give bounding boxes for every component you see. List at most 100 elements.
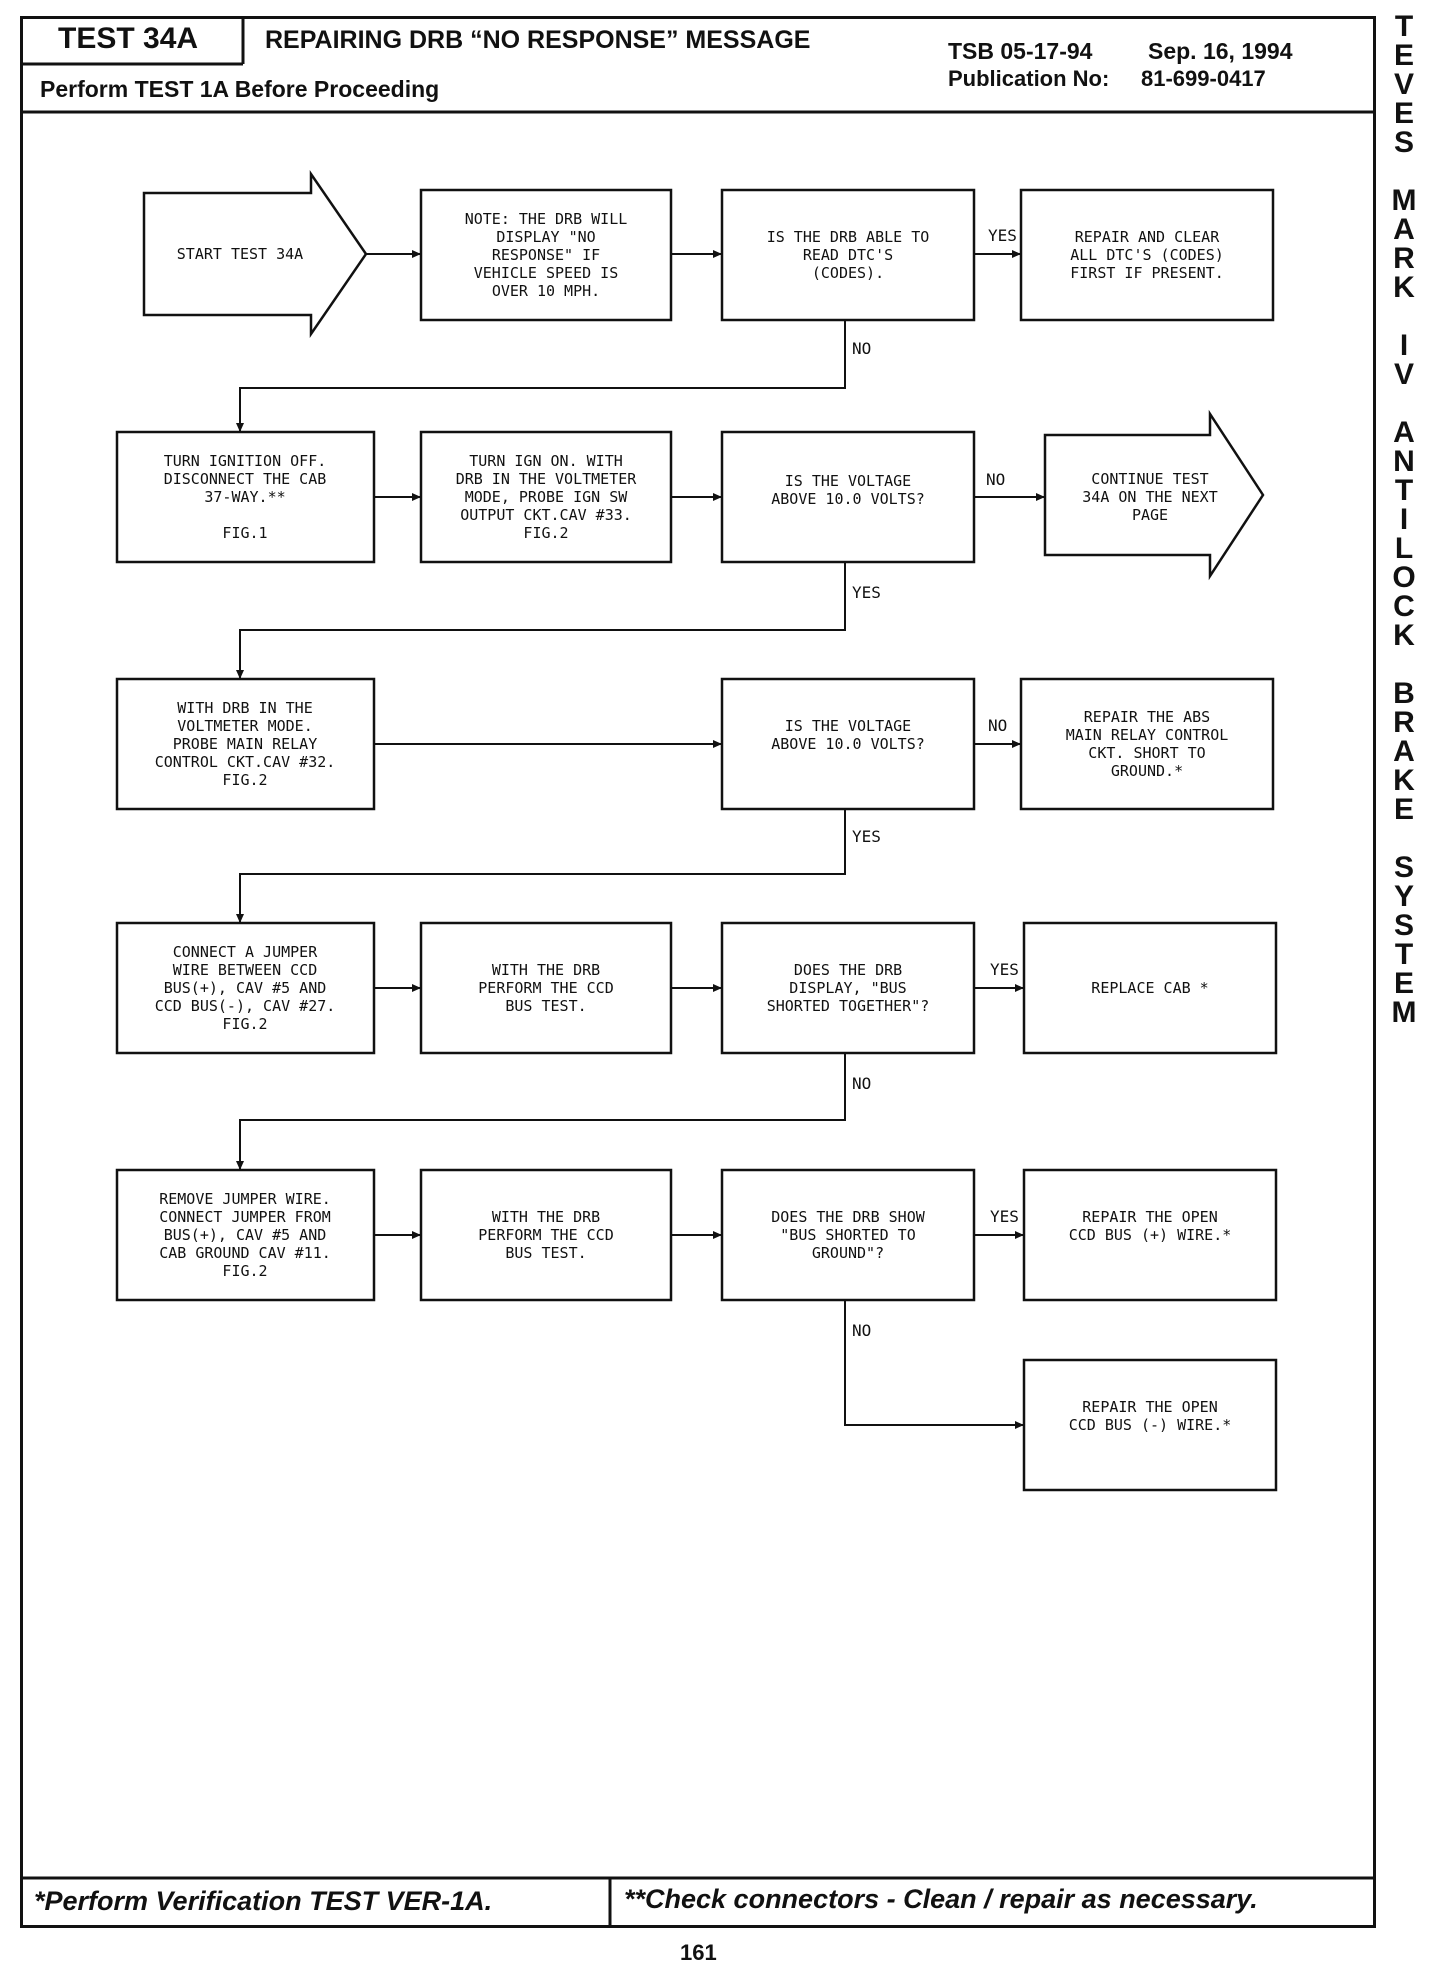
label-no-shorted-ground: NO xyxy=(852,1321,871,1340)
side-title-letter: R xyxy=(1393,242,1415,275)
label-yes-read-dtc: YES xyxy=(988,226,1017,245)
box-text-line: NOTE: THE DRB WILL xyxy=(465,210,628,228)
start-arrow-shape xyxy=(142,169,368,339)
box-text-line: SHORTED TOGETHER"? xyxy=(767,997,930,1015)
box-text-line: ALL DTC'S (CODES) xyxy=(1070,246,1224,264)
box-text-line: TURN IGNITION OFF. xyxy=(164,452,327,470)
box-text-line: CCD BUS(-), CAV #27. xyxy=(155,997,336,1015)
side-title-letter: O xyxy=(1392,561,1416,594)
side-title-letter: S xyxy=(1393,909,1414,942)
box-text-line: 37-WAY.** xyxy=(204,488,285,506)
remove-jumper-text: REMOVE JUMPER WIRE.CONNECT JUMPER FROMBU… xyxy=(159,1190,331,1280)
side-title-letter: S xyxy=(1393,851,1414,884)
continue-arrow-shape xyxy=(1043,409,1265,581)
side-title-letter: T xyxy=(1394,474,1414,507)
box-text-line: MAIN RELAY CONTROL xyxy=(1066,726,1229,744)
side-title-letter: V xyxy=(1393,358,1414,391)
label-no-volt-2: NO xyxy=(988,716,1007,735)
box-text-line: FIRST IF PRESENT. xyxy=(1070,264,1224,282)
box-text-line: VEHICLE SPEED IS xyxy=(474,264,619,282)
side-title-letter: A xyxy=(1393,416,1415,449)
box-text-line: CCD BUS (-) WIRE.* xyxy=(1069,1416,1232,1434)
box-text-line: PAGE xyxy=(1132,506,1168,524)
publication-number: 81-699-0417 xyxy=(1141,66,1266,91)
page-number: 161 xyxy=(680,1940,717,1965)
box-text-line: REPAIR THE OPEN xyxy=(1082,1208,1217,1226)
box-text-line: ABOVE 10.0 VOLTS? xyxy=(771,735,925,753)
box-text-line: OUTPUT CKT.CAV #33. xyxy=(460,506,632,524)
box-text-line: IS THE DRB ABLE TO xyxy=(767,228,930,246)
side-title-letter: C xyxy=(1393,590,1415,623)
footer-verification-note: *Perform Verification TEST VER-1A. xyxy=(34,1886,493,1916)
box-text-line: DISPLAY, "BUS xyxy=(789,979,906,997)
box-text-line: BUS TEST. xyxy=(505,997,586,1015)
side-title-letter: K xyxy=(1393,271,1415,304)
side-title-letter: K xyxy=(1393,764,1415,797)
side-title-letter: E xyxy=(1393,793,1414,826)
box-text-line: ABOVE 10.0 VOLTS? xyxy=(771,490,925,508)
box-text-line: DOES THE DRB SHOW xyxy=(771,1208,925,1226)
box-text-line: (CODES). xyxy=(812,264,884,282)
tsb-number: TSB 05-17-94 xyxy=(948,38,1093,64)
test-id: TEST 34A xyxy=(58,22,199,55)
side-title-letter: K xyxy=(1393,619,1415,652)
page-frame xyxy=(20,16,1376,1928)
box-text-line: PERFORM THE CCD xyxy=(478,979,613,997)
box-text-line: FIG.1 xyxy=(222,524,267,542)
side-title-letter: T xyxy=(1394,938,1414,971)
box-text-line: FIG.2 xyxy=(523,524,568,542)
box-text-line: MODE, PROBE IGN SW xyxy=(465,488,629,506)
box-text-line: FIG.2 xyxy=(222,771,267,789)
side-title-letter: E xyxy=(1393,967,1414,1000)
box-text-line: DISCONNECT THE CAB xyxy=(164,470,327,488)
box-text-line: REPAIR THE ABS xyxy=(1084,708,1210,726)
box-text-line: CKT. SHORT TO xyxy=(1088,744,1205,762)
side-title-letter: M xyxy=(1391,184,1417,217)
label-no-shorted-together: NO xyxy=(852,1074,871,1093)
box-text-line: TURN IGN ON. WITH xyxy=(469,452,623,470)
label-yes-shorted-ground: YES xyxy=(990,1207,1019,1226)
box-text-line: DISPLAY "NO xyxy=(496,228,595,246)
box-text-line: BUS(+), CAV #5 AND xyxy=(164,979,327,997)
box-text-line: DRB IN THE VOLTMETER xyxy=(456,470,638,488)
box-text-line: VOLTMETER MODE. xyxy=(177,717,312,735)
box-text-line: REPAIR THE OPEN xyxy=(1082,1398,1217,1416)
box-text-line: OVER 10 MPH. xyxy=(492,282,600,300)
box-text-line: WITH THE DRB xyxy=(492,961,600,979)
replace-cab-text: REPLACE CAB * xyxy=(1091,979,1208,997)
footer-connector-note: **Check connectors - Clean / repair as n… xyxy=(624,1884,1258,1914)
box-text-line: FIG.2 xyxy=(222,1262,267,1280)
box-text-line: CONTROL CKT.CAV #32. xyxy=(155,753,336,771)
label-no-read-dtc: NO xyxy=(852,339,871,358)
side-title-letter: S xyxy=(1393,126,1414,159)
box-text-line: "BUS SHORTED TO xyxy=(780,1226,915,1244)
box-text-line: CAB GROUND CAV #11. xyxy=(159,1244,331,1262)
box-text-line: READ DTC'S xyxy=(803,246,893,264)
side-title-letter: N xyxy=(1393,445,1415,478)
side-title-letter: A xyxy=(1393,213,1415,246)
side-title-letter: I xyxy=(1399,329,1409,362)
label-yes-volt-2: YES xyxy=(852,827,881,846)
side-title-letter: E xyxy=(1393,97,1414,130)
side-title-letter: V xyxy=(1393,68,1414,101)
box-text-line: 34A ON THE NEXT xyxy=(1082,488,1217,506)
box-text-line: BUS(+), CAV #5 AND xyxy=(164,1226,327,1244)
prereq-note: Perform TEST 1A Before Proceeding xyxy=(40,76,440,102)
box-text-line: DOES THE DRB xyxy=(794,961,902,979)
box-text-line: PERFORM THE CCD xyxy=(478,1226,613,1244)
